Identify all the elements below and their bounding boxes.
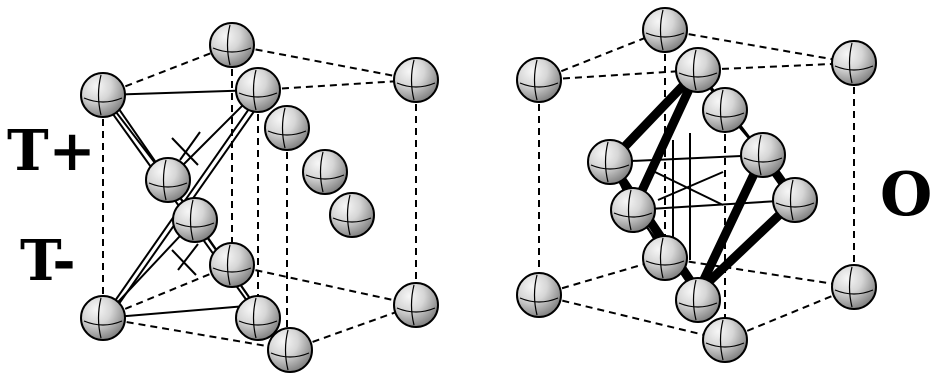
left-atom [209, 242, 255, 288]
left-atom [145, 157, 191, 203]
right-atom [516, 57, 562, 103]
octahedron-thin-edges [609, 69, 796, 293]
right-atom [831, 40, 877, 86]
left-atom [80, 72, 126, 118]
right-atom [587, 139, 633, 185]
right-atom [516, 272, 562, 318]
right-atom [610, 187, 656, 233]
left-atom [302, 149, 348, 195]
label-t-plus: T+ [7, 118, 96, 184]
left-atom [235, 295, 281, 341]
right-atom [675, 277, 721, 323]
left-atom [264, 105, 310, 151]
right-atom [642, 235, 688, 281]
right-atom [831, 264, 877, 310]
right-atom [675, 47, 721, 93]
right-atom [740, 132, 786, 178]
left-site-markers [171, 131, 201, 276]
label-t-minus: T- [20, 228, 76, 294]
left-atom [329, 192, 375, 238]
left-atom [172, 197, 218, 243]
right-atom [702, 317, 748, 363]
atoms-layer [80, 7, 877, 373]
right-atom [702, 87, 748, 133]
right-atom [772, 177, 818, 223]
left-atom [209, 22, 255, 68]
left-atom [393, 282, 439, 328]
right-atom [642, 7, 688, 53]
left-atom [393, 57, 439, 103]
left-atom [80, 295, 126, 341]
label-octahedral: O [880, 160, 932, 230]
left-cell-edges [102, 44, 417, 351]
left-atom [235, 67, 281, 113]
left-atom [267, 327, 313, 373]
